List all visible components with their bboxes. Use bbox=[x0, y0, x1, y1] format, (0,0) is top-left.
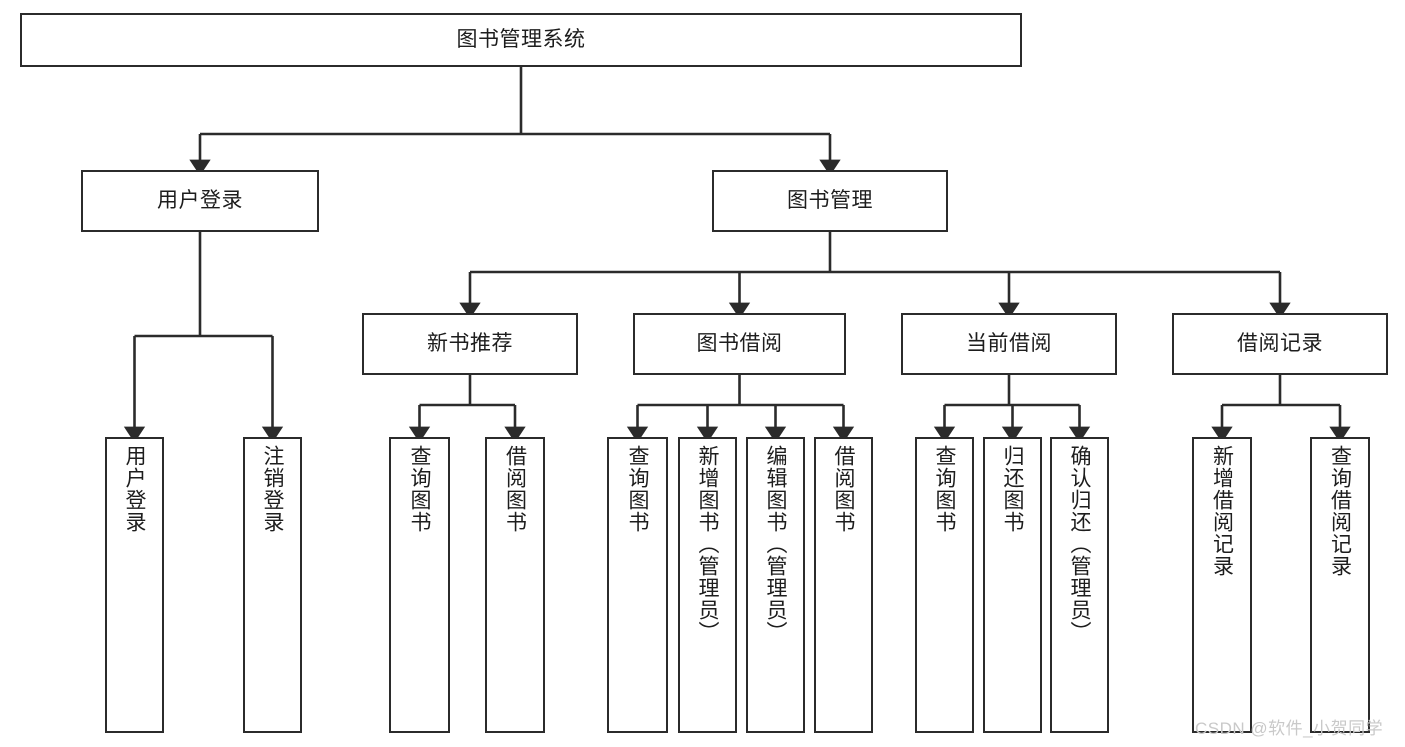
node-leaf-query-book-2[interactable]: 查询图书 bbox=[607, 437, 668, 733]
node-leaf-edit-book[interactable]: 编辑图书（管理员） bbox=[746, 437, 805, 733]
node-label: 编辑图书（管理员） bbox=[764, 445, 787, 643]
node-leaf-query-record[interactable]: 查询借阅记录 bbox=[1310, 437, 1370, 733]
node-leaf-query-book-3[interactable]: 查询图书 bbox=[915, 437, 974, 733]
node-borrow-record[interactable]: 借阅记录 bbox=[1172, 313, 1388, 375]
node-label: 借阅图书 bbox=[832, 445, 855, 533]
node-label: 图书管理 bbox=[787, 189, 873, 213]
node-leaf-query-book-1[interactable]: 查询图书 bbox=[389, 437, 450, 733]
node-user-login[interactable]: 用户登录 bbox=[81, 170, 319, 232]
node-label: 查询图书 bbox=[933, 445, 956, 533]
node-leaf-add-record[interactable]: 新增借阅记录 bbox=[1192, 437, 1252, 733]
node-book-manage[interactable]: 图书管理 bbox=[712, 170, 948, 232]
node-leaf-user-login[interactable]: 用户登录 bbox=[105, 437, 164, 733]
node-label: 新增图书（管理员） bbox=[696, 445, 719, 643]
node-root[interactable]: 图书管理系统 bbox=[20, 13, 1022, 67]
node-label: 注销登录 bbox=[261, 445, 284, 533]
node-leaf-logout[interactable]: 注销登录 bbox=[243, 437, 302, 733]
node-book-borrow[interactable]: 图书借阅 bbox=[633, 313, 846, 375]
node-label: 新增借阅记录 bbox=[1210, 445, 1234, 577]
node-current-borrow[interactable]: 当前借阅 bbox=[901, 313, 1117, 375]
node-label: 查询借阅记录 bbox=[1328, 445, 1352, 577]
node-label: 归还图书 bbox=[1001, 445, 1024, 533]
node-leaf-confirm-return[interactable]: 确认归还（管理员） bbox=[1050, 437, 1109, 733]
node-label: 借阅记录 bbox=[1237, 332, 1323, 356]
node-leaf-add-book[interactable]: 新增图书（管理员） bbox=[678, 437, 737, 733]
node-label: 用户登录 bbox=[123, 445, 146, 533]
node-new-book-recommend[interactable]: 新书推荐 bbox=[362, 313, 578, 375]
node-label: 图书管理系统 bbox=[456, 28, 586, 52]
node-leaf-borrow-book-1[interactable]: 借阅图书 bbox=[485, 437, 545, 733]
node-label: 查询图书 bbox=[626, 445, 649, 533]
node-label: 查询图书 bbox=[408, 445, 431, 533]
csdn-watermark: CSDN @软件_小贺同学 bbox=[1195, 719, 1384, 738]
node-label: 用户登录 bbox=[157, 189, 243, 213]
node-label: 图书借阅 bbox=[696, 332, 783, 356]
node-label: 当前借阅 bbox=[966, 332, 1052, 356]
node-leaf-return-book[interactable]: 归还图书 bbox=[983, 437, 1042, 733]
node-label: 借阅图书 bbox=[503, 445, 527, 533]
node-leaf-borrow-book-2[interactable]: 借阅图书 bbox=[814, 437, 873, 733]
node-label: 确认归还（管理员） bbox=[1068, 445, 1091, 643]
node-label: 新书推荐 bbox=[427, 332, 513, 356]
